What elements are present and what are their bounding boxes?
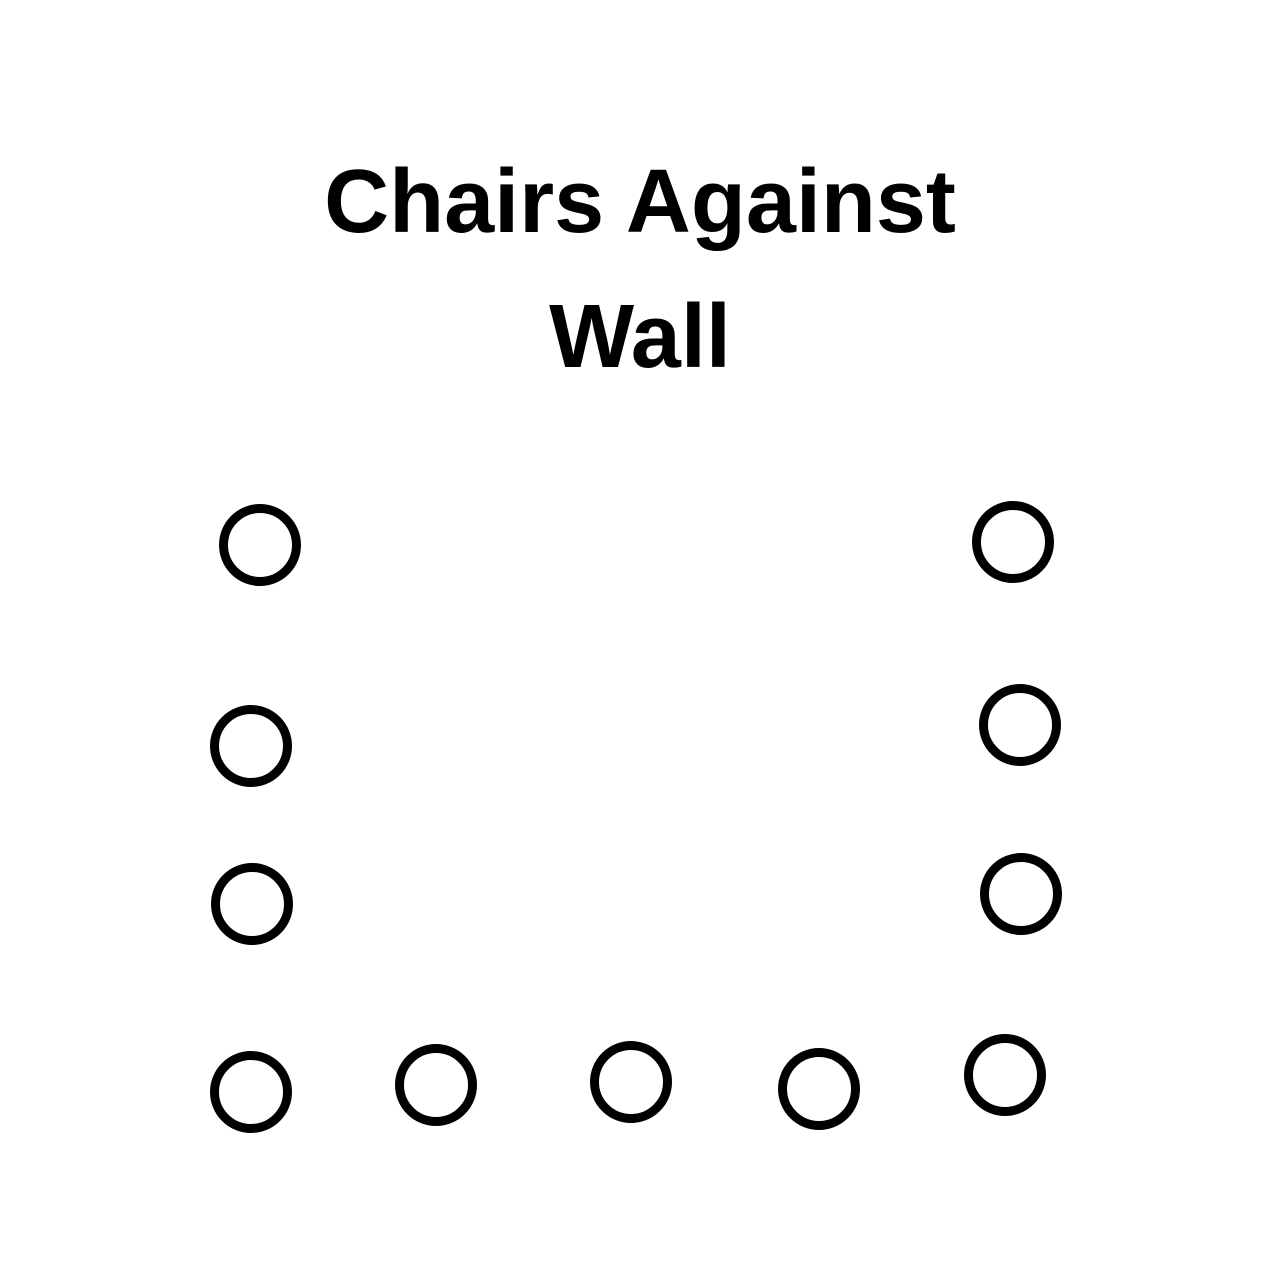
chair-circle-icon bbox=[980, 853, 1062, 935]
chair-circle-icon bbox=[972, 501, 1054, 583]
chair-circle-icon bbox=[211, 863, 293, 945]
chair-circle-icon bbox=[395, 1044, 477, 1126]
diagram-title: Chairs Against Wall bbox=[0, 135, 1280, 405]
chair-circle-icon bbox=[964, 1034, 1046, 1116]
chair-circle-icon bbox=[210, 1051, 292, 1133]
title-line-1: Chairs Against bbox=[324, 152, 956, 252]
chair-circle-icon bbox=[979, 684, 1061, 766]
chair-circle-icon bbox=[778, 1048, 860, 1130]
title-line-2: Wall bbox=[549, 287, 731, 387]
chair-circle-icon bbox=[590, 1041, 672, 1123]
chair-circle-icon bbox=[210, 705, 292, 787]
chair-circle-icon bbox=[219, 504, 301, 586]
